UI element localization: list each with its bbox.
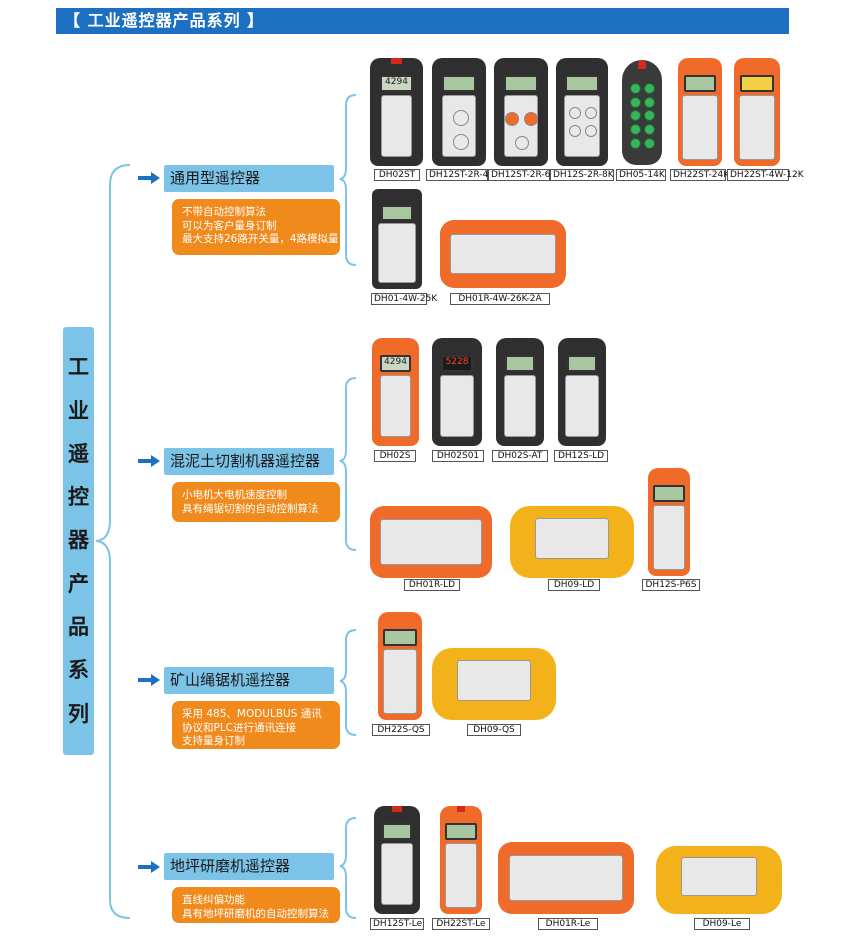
remote-image xyxy=(374,806,420,914)
model-caption: DH12ST-Le xyxy=(370,918,424,930)
model-caption: DH22ST-4W-12K xyxy=(727,169,804,181)
model-caption: DH02S01 xyxy=(432,450,484,462)
remote-image xyxy=(556,58,608,166)
category-description: 不带自动控制算法 可以为客户量身订制 最大支持26路开关量，4路模拟量 xyxy=(172,199,340,255)
model-caption: DH12S-P6S xyxy=(642,579,700,591)
remote-image xyxy=(648,468,690,576)
desc-line: 不带自动控制算法 xyxy=(182,206,266,218)
vertical-char: 品 xyxy=(68,615,89,640)
category-description: 小电机大电机速度控制 具有绳锯切割的自动控制算法 xyxy=(172,482,340,522)
vertical-title: 工 业 遥 控 器 产 品 系 列 xyxy=(63,327,94,755)
category-label: 地坪研磨机遥控器 xyxy=(164,853,334,880)
model-caption: DH22ST-Le xyxy=(432,918,490,930)
desc-line: 直线纠偏功能 xyxy=(182,894,245,906)
arrow-right-icon xyxy=(138,861,160,873)
remote-image: 5228 xyxy=(432,338,482,446)
category-description: 直线纠偏功能 具有地坪研磨机的自动控制算法 xyxy=(172,887,340,923)
model-caption: DH12S-LD xyxy=(554,450,608,462)
category-label: 混泥土切割机器遥控器 xyxy=(164,448,334,475)
remote-image xyxy=(496,338,544,446)
model-caption: DH01-4W-25K xyxy=(371,293,437,305)
model-caption: DH09-Le xyxy=(694,918,750,930)
vertical-char: 器 xyxy=(68,528,89,553)
desc-line: 最大支持26路开关量，4路模拟量 xyxy=(182,233,339,245)
remote-image xyxy=(440,220,566,288)
vertical-char: 工 xyxy=(68,355,89,380)
remote-image xyxy=(432,58,486,166)
vertical-char: 列 xyxy=(68,701,89,726)
model-caption: DH01R-Le xyxy=(538,918,598,930)
desc-line: 可以为客户量身订制 xyxy=(182,219,277,232)
arrow-right-icon xyxy=(138,455,160,467)
remote-image: 4294 xyxy=(370,58,423,166)
desc-line: 协议和PLC进行通讯连接 xyxy=(182,721,297,734)
remote-image xyxy=(494,58,548,166)
desc-line: 小电机大电机速度控制 xyxy=(182,489,287,501)
remote-image xyxy=(558,338,606,446)
remote-image xyxy=(498,842,634,914)
desc-line: 具有绳锯切割的自动控制算法 xyxy=(182,502,319,515)
remote-image: 4294 xyxy=(372,338,419,446)
vertical-char: 业 xyxy=(68,398,89,423)
category-label: 矿山绳锯机遥控器 xyxy=(164,667,334,694)
screen-readout: 5228 xyxy=(445,357,469,368)
vertical-char: 控 xyxy=(68,485,89,510)
model-caption: DH01R-4W-26K-2A xyxy=(450,293,550,305)
model-caption: DH22S-QS xyxy=(372,724,430,736)
category-label: 通用型遥控器 xyxy=(164,165,334,192)
model-caption: DH09-LD xyxy=(548,579,600,591)
remote-image xyxy=(678,58,722,166)
desc-line: 具有地坪研磨机的自动控制算法 xyxy=(182,907,329,920)
desc-line: 采用 485、MODULBUS 通讯 xyxy=(182,708,322,720)
model-caption: DH12S-2R-8K xyxy=(550,169,614,181)
remote-image xyxy=(734,58,780,166)
model-caption: DH22ST-24K xyxy=(670,169,729,181)
vertical-char: 产 xyxy=(68,571,89,596)
remote-image xyxy=(622,60,662,165)
vertical-char: 遥 xyxy=(68,441,89,466)
model-caption: DH05-14K xyxy=(616,169,666,181)
remote-image xyxy=(432,648,556,720)
model-caption: DH02S xyxy=(374,450,416,462)
remote-image xyxy=(370,506,492,578)
model-caption: DH12ST-2R-6K xyxy=(488,169,556,181)
screen-readout: 4294 xyxy=(384,357,407,368)
model-caption: DH02S-AT xyxy=(492,450,548,462)
model-caption: DH01R-LD xyxy=(404,579,460,591)
remote-image xyxy=(378,612,422,720)
page-header: 【 工业遥控器产品系列 】 xyxy=(56,8,789,34)
model-caption: DH09-QS xyxy=(467,724,521,736)
remote-image xyxy=(440,806,482,914)
remote-image xyxy=(372,189,422,289)
model-caption: DH12ST-2R-4K xyxy=(426,169,494,181)
arrow-right-icon xyxy=(138,172,160,184)
arrow-right-icon xyxy=(138,674,160,686)
vertical-char: 系 xyxy=(68,658,89,683)
model-caption: DH02ST xyxy=(374,169,420,181)
category-description: 采用 485、MODULBUS 通讯 协议和PLC进行通讯连接 支持量身订制 xyxy=(172,701,340,749)
desc-line: 支持量身订制 xyxy=(182,735,245,747)
remote-image xyxy=(656,846,782,914)
screen-readout: 4294 xyxy=(385,77,408,88)
remote-image xyxy=(510,506,634,578)
